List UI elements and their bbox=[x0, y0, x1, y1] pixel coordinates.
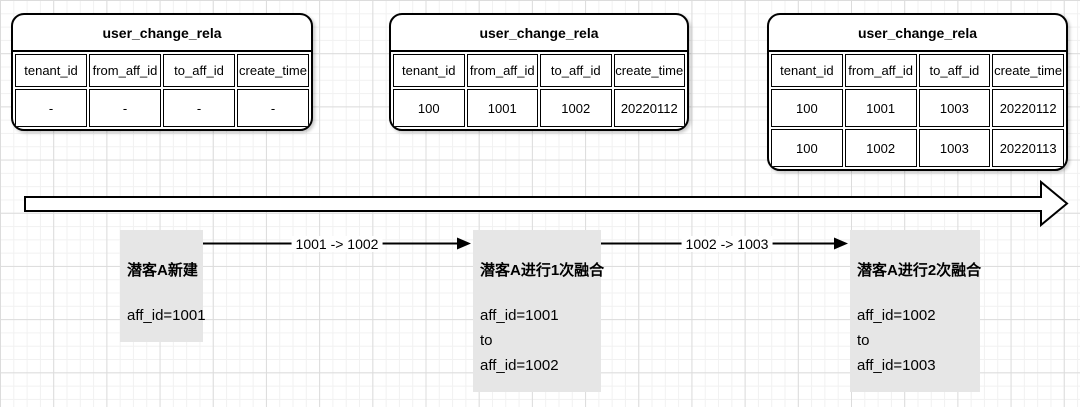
table-user-change-rela-empty: user_change_rela tenant_id from_aff_id t… bbox=[11, 13, 313, 131]
table-cell: - bbox=[237, 89, 309, 127]
table-cell: 1001 bbox=[844, 89, 917, 127]
table-user-change-rela-one-row: user_change_rela tenant_id from_aff_id t… bbox=[389, 13, 689, 131]
stage-title: 潜客A新建 bbox=[127, 262, 198, 279]
table-user-change-rela-two-rows: user_change_rela tenant_id from_aff_id t… bbox=[767, 13, 1068, 171]
column-header: create_time bbox=[613, 54, 685, 87]
stage-box-first-merge: 潜客A进行1次融合 aff_id=1001 to aff_id=1002 bbox=[473, 230, 605, 392]
table-title: user_change_rela bbox=[13, 15, 311, 52]
timeline-arrow bbox=[24, 179, 1069, 228]
table-cell: 1002 bbox=[844, 129, 917, 167]
column-header: from_aff_id bbox=[466, 54, 538, 87]
column-header: to_aff_id bbox=[918, 54, 991, 87]
table-title: user_change_rela bbox=[391, 15, 687, 52]
column-header: to_aff_id bbox=[163, 54, 235, 87]
table-cell: 20220112 bbox=[992, 89, 1064, 127]
table-cell: - bbox=[15, 89, 87, 127]
table-grid: tenant_id from_aff_id to_aff_id create_t… bbox=[769, 52, 1066, 169]
stage-line: to bbox=[480, 332, 493, 349]
stage-line: aff_id=1003 bbox=[857, 357, 936, 374]
table-cell: - bbox=[163, 89, 235, 127]
table-cell: 1003 bbox=[918, 129, 991, 167]
column-header: tenant_id bbox=[393, 54, 465, 87]
column-header: to_aff_id bbox=[540, 54, 612, 87]
table-cell: 100 bbox=[771, 89, 843, 127]
table-cell: 1001 bbox=[466, 89, 538, 127]
stage-line: aff_id=1002 bbox=[857, 307, 936, 324]
stage-title: 潜客A进行1次融合 bbox=[480, 262, 605, 279]
column-header: from_aff_id bbox=[844, 54, 917, 87]
column-header: create_time bbox=[992, 54, 1064, 87]
column-header: tenant_id bbox=[15, 54, 87, 87]
column-header: tenant_id bbox=[771, 54, 843, 87]
stage-box-second-merge: 潜客A进行2次融合 aff_id=1002 to aff_id=1003 bbox=[850, 230, 982, 392]
column-header: create_time bbox=[237, 54, 309, 87]
table-cell: 100 bbox=[771, 129, 843, 167]
table-grid: tenant_id from_aff_id to_aff_id create_t… bbox=[391, 52, 687, 129]
transition-label-2: 1002 -> 1003 bbox=[681, 236, 773, 252]
stage-line: to bbox=[857, 332, 870, 349]
stage-box-created: 潜客A新建 aff_id=1001 bbox=[120, 230, 206, 342]
stage-title: 潜客A进行2次融合 bbox=[857, 262, 982, 279]
stage-line: aff_id=1001 bbox=[127, 307, 206, 324]
table-grid: tenant_id from_aff_id to_aff_id create_t… bbox=[13, 52, 311, 129]
table-cell: 20220113 bbox=[992, 129, 1064, 167]
table-cell: 100 bbox=[393, 89, 465, 127]
table-cell: 1002 bbox=[540, 89, 612, 127]
table-cell: 1003 bbox=[918, 89, 991, 127]
stage-line: aff_id=1001 bbox=[480, 307, 559, 324]
table-title: user_change_rela bbox=[769, 15, 1066, 52]
stage-line: aff_id=1002 bbox=[480, 357, 559, 374]
column-header: from_aff_id bbox=[89, 54, 161, 87]
table-cell: 20220112 bbox=[613, 89, 685, 127]
table-cell: - bbox=[89, 89, 161, 127]
transition-label-1: 1001 -> 1002 bbox=[291, 236, 383, 252]
